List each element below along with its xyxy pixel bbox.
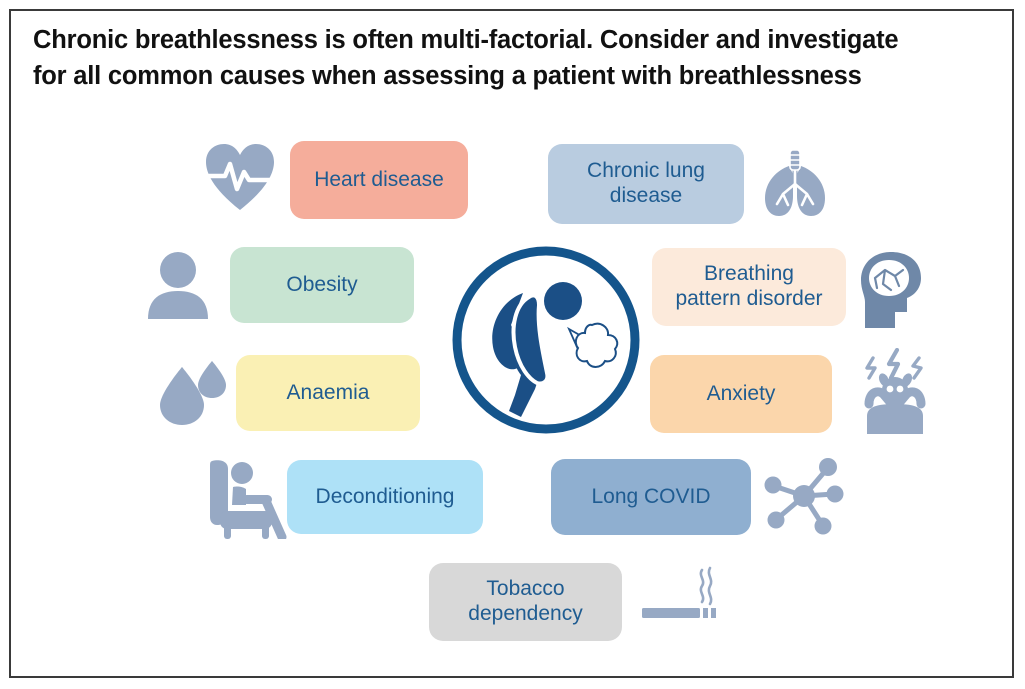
card-label-breathing-pattern-disorder-line-2: pattern disorder <box>675 287 823 310</box>
page-title: Chronic breathlessness is often multi-fa… <box>33 22 983 94</box>
card-chronic-lung-disease[interactable]: Chronic lung disease <box>548 144 744 224</box>
person-in-armchair-icon <box>208 455 288 542</box>
card-label-tobacco-dependency-line-1: Tobacco <box>486 577 565 601</box>
card-label-deconditioning-line-1: Deconditioning <box>315 484 455 508</box>
heart-pulse-icon <box>204 142 276 212</box>
card-label-anxiety-line-1: Anxiety <box>706 381 776 405</box>
card-obesity[interactable]: Obesity <box>230 247 414 323</box>
page-title-line-2: for all common causes when assessing a p… <box>33 62 862 91</box>
cigarette-smoke-icon <box>640 566 720 628</box>
card-breathing-pattern-disorder[interactable]: Breathing pattern disorder <box>652 248 846 326</box>
card-deconditioning[interactable]: Deconditioning <box>287 460 483 534</box>
blood-drops-icon <box>156 355 228 427</box>
card-label-long-covid-line-1: Long COVID <box>591 484 711 508</box>
lungs-icon <box>759 148 831 220</box>
card-label-tobacco-dependency-line-2: dependency <box>468 602 583 625</box>
breathless-person-icon <box>449 243 643 437</box>
card-label-chronic-lung-disease-line-1: Chronic lung <box>587 159 705 183</box>
card-label-heart-disease-line-1: Heart disease <box>314 167 444 191</box>
card-label-anaemia-line-1: Anaemia <box>286 380 370 404</box>
virus-molecule-icon <box>764 456 844 536</box>
card-label-chronic-lung-disease-line-2: disease <box>609 184 683 207</box>
card-tobacco-dependency[interactable]: Tobacco dependency <box>429 563 622 641</box>
card-anxiety[interactable]: Anxiety <box>650 355 832 433</box>
stressed-person-icon <box>853 347 937 434</box>
card-anaemia[interactable]: Anaemia <box>236 355 420 431</box>
person-icon <box>146 251 210 319</box>
card-long-covid[interactable]: Long COVID <box>551 459 751 535</box>
page-title-line-1: Chronic breathlessness is often multi-fa… <box>33 26 899 54</box>
card-heart-disease[interactable]: Heart disease <box>290 141 468 219</box>
head-brain-icon <box>855 250 925 328</box>
card-label-breathing-pattern-disorder-line-1: Breathing <box>704 262 794 286</box>
card-label-obesity-line-1: Obesity <box>286 272 358 296</box>
